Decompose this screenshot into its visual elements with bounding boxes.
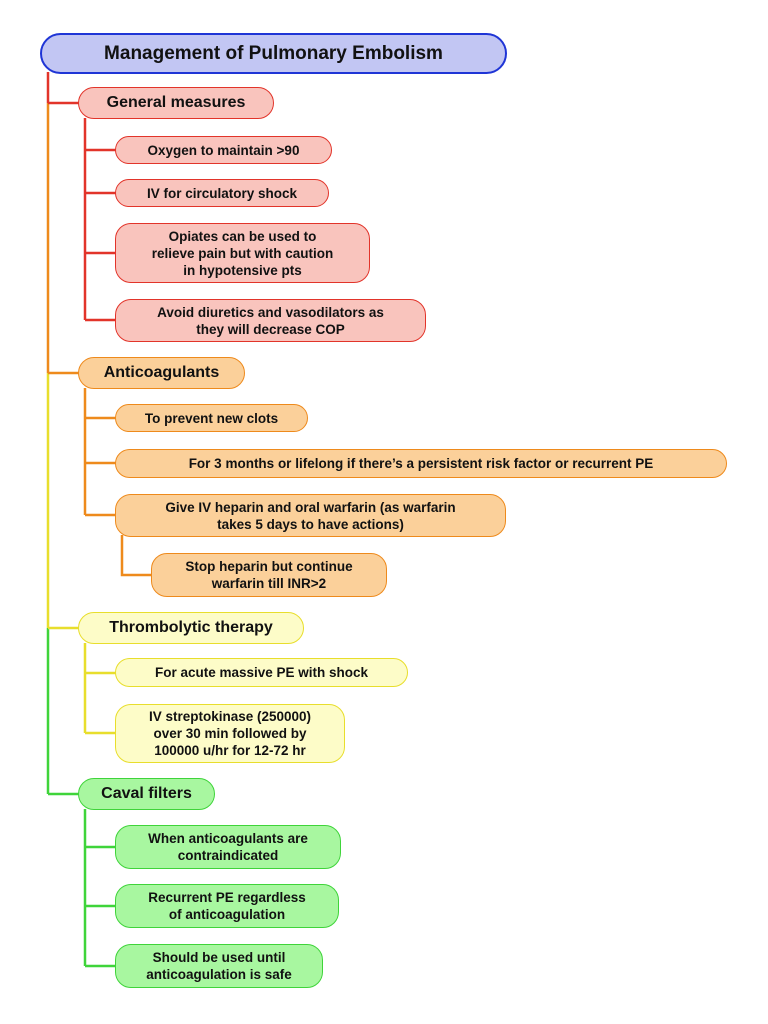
item-text: Avoid diuretics and vasodilators as they… <box>157 304 384 337</box>
item-text: Give IV heparin and oral warfarin (as wa… <box>165 499 456 532</box>
item-avoid-diuretics: Avoid diuretics and vasodilators as they… <box>115 299 426 342</box>
item-until-safe: Should be used until anticoagulation is … <box>115 944 323 988</box>
item-recurrent-pe: Recurrent PE regardless of anticoagulati… <box>115 884 339 928</box>
item-text: Oxygen to maintain >90 <box>147 142 300 158</box>
item-text: Should be used until anticoagulation is … <box>146 950 292 982</box>
item-text: For 3 months or lifelong if there’s a pe… <box>188 456 654 471</box>
item-text: To prevent new clots <box>144 410 279 426</box>
branch-general-lines <box>83 118 116 322</box>
category-label: Anticoagulants <box>103 364 220 381</box>
item-text: IV streptokinase (250000) over 30 min fo… <box>148 709 312 758</box>
item-oxygen: Oxygen to maintain >90 <box>115 136 332 164</box>
item-contraindicated: When anticoagulants are contraindicated <box>115 825 341 869</box>
item-opiates: Opiates can be used to relieve pain but … <box>115 223 370 283</box>
category-thrombolytic-therapy: Thrombolytic therapy <box>78 612 304 644</box>
item-text: For acute massive PE with shock <box>154 665 369 680</box>
root-title-text: Management of Pulmonary Embolism <box>104 42 443 64</box>
item-text: Recurrent PE regardless of anticoagulati… <box>148 890 306 922</box>
item-acute-massive-pe: For acute massive PE with shock <box>115 658 408 687</box>
item-text: When anticoagulants are contraindicated <box>148 831 308 863</box>
item-streptokinase: IV streptokinase (250000) over 30 min fo… <box>115 704 345 763</box>
category-general-measures: General measures <box>78 87 274 119</box>
item-prevent-clots: To prevent new clots <box>115 404 308 432</box>
category-label: Thrombolytic therapy <box>109 619 273 636</box>
item-heparin-warfarin: Give IV heparin and oral warfarin (as wa… <box>115 494 506 537</box>
category-anticoagulants: Anticoagulants <box>78 357 245 389</box>
item-text: Stop heparin but continue warfarin till … <box>185 559 353 591</box>
item-text: Opiates can be used to relieve pain but … <box>151 228 334 278</box>
root-title: Management of Pulmonary Embolism <box>40 33 507 74</box>
item-stop-heparin: Stop heparin but continue warfarin till … <box>151 553 387 597</box>
branch-thrombo-lines <box>83 643 116 735</box>
branch-anticoag-lines <box>83 388 152 577</box>
item-text: IV for circulatory shock <box>146 185 298 201</box>
branch-caval-lines <box>83 809 116 968</box>
item-duration: For 3 months or lifelong if there’s a pe… <box>115 449 727 478</box>
category-label: Caval filters <box>101 785 192 802</box>
category-caval-filters: Caval filters <box>78 778 215 810</box>
item-iv-shock: IV for circulatory shock <box>115 179 329 207</box>
category-label: General measures <box>106 94 246 111</box>
